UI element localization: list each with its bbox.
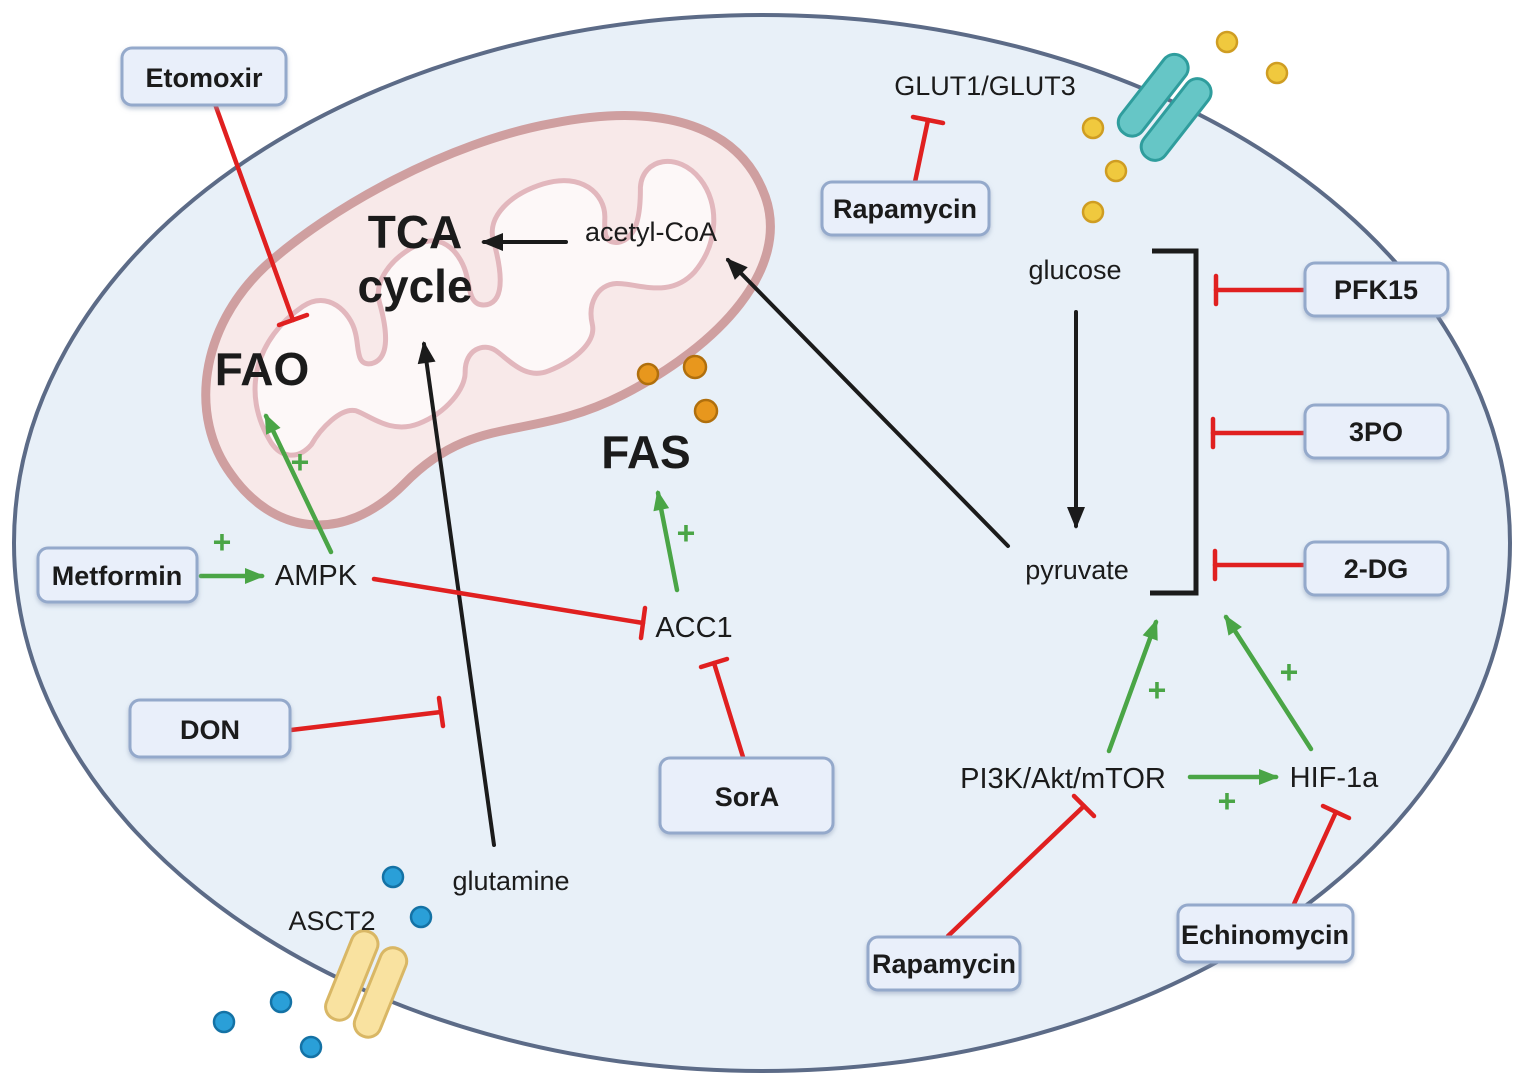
arrow-pyruvate-to-acetylcoa xyxy=(725,257,1010,548)
asct2-label: ASCT2 xyxy=(288,906,375,936)
fatty-acid-molecule-icon xyxy=(636,362,660,386)
glucose-molecule-icon xyxy=(1265,61,1289,85)
pfk15-box-label: PFK15 xyxy=(1334,275,1418,305)
asct2-transporter xyxy=(324,929,409,1039)
rapamycin-top-box: Rapamycin xyxy=(820,180,991,237)
etomoxir-box-label: Etomoxir xyxy=(145,63,263,93)
fatty-acid-molecules xyxy=(636,354,719,424)
acetyl-coa-label: acetyl-CoA xyxy=(585,217,717,247)
mitochondrion xyxy=(201,111,775,530)
rapamycin-bottom-box-label: Rapamycin xyxy=(872,949,1016,979)
pfk15-box: PFK15 xyxy=(1303,261,1450,318)
glucose-molecules xyxy=(1081,30,1289,224)
glut-transporter xyxy=(1116,52,1213,162)
plus-pi3k-glycolysis: + xyxy=(1148,672,1167,708)
acc1-label: ACC1 xyxy=(655,612,732,644)
plus-hif1a-glycolysis: + xyxy=(1280,654,1299,690)
glutamine-molecules xyxy=(212,865,433,1059)
glutamine-molecule-icon xyxy=(269,990,293,1014)
etomoxir-box: Etomoxir xyxy=(120,46,288,107)
plus-acc1-fas: + xyxy=(677,515,696,551)
plus-metformin-ampk: + xyxy=(213,524,232,560)
inhibition-sora-acc1 xyxy=(698,656,746,760)
metformin-box: Metformin xyxy=(36,546,199,604)
3po-box: 3PO xyxy=(1303,403,1450,460)
don-box: DON xyxy=(128,698,292,759)
2dg-box: 2-DG xyxy=(1303,540,1450,597)
echinomycin-box: Echinomycin xyxy=(1176,903,1355,964)
arrow-hif1a-to-glycolysis xyxy=(1223,614,1314,752)
glutamine-label: glutamine xyxy=(452,866,569,896)
3po-box-label: 3PO xyxy=(1349,417,1403,447)
glucose-molecule-icon xyxy=(1104,159,1128,183)
fatty-acid-molecule-icon xyxy=(682,354,708,380)
fas-label: FAS xyxy=(601,426,690,478)
glut-label: GLUT1/GLUT3 xyxy=(894,71,1076,101)
glutamine-molecule-icon xyxy=(409,905,433,929)
inhibition-echinomycin-hif1a xyxy=(1291,803,1352,907)
pyruvate-label: pyruvate xyxy=(1025,555,1129,585)
glutamine-molecule-icon xyxy=(381,865,405,889)
glucose-molecule-icon xyxy=(1215,30,1239,54)
inhibition-pfk15-glycolysis xyxy=(1213,273,1308,307)
glutamine-molecule-icon xyxy=(299,1035,323,1059)
glucose-molecule-icon xyxy=(1081,116,1105,140)
glucose-label: glucose xyxy=(1028,255,1121,285)
inhibition-etomoxir-fao xyxy=(212,101,310,328)
2dg-box-label: 2-DG xyxy=(1344,554,1409,584)
hif1a-label: HIF-1a xyxy=(1290,762,1380,794)
sora-box: SorA xyxy=(658,756,835,835)
glycolysis-bracket xyxy=(1150,248,1199,596)
ampk-label: AMPK xyxy=(275,560,358,592)
tca-cycle-label-line2: cycle xyxy=(357,260,472,312)
echinomycin-box-label: Echinomycin xyxy=(1181,920,1349,950)
inhibition-2dg-glycolysis xyxy=(1212,548,1308,582)
mitochondrion-cristae xyxy=(252,158,717,458)
inhibition-rapamycin-pi3k xyxy=(945,793,1097,939)
fatty-acid-molecule-icon xyxy=(693,398,719,424)
rapamycin-bottom-box: Rapamycin xyxy=(866,935,1022,992)
glutamine-molecule-icon xyxy=(212,1010,236,1034)
arrow-acc1-to-fas xyxy=(653,490,680,593)
inhibition-ampk-acc1 xyxy=(371,576,648,641)
inhibition-don-glutamine xyxy=(288,695,446,733)
fao-label: FAO xyxy=(215,343,310,395)
sora-box-label: SorA xyxy=(715,782,780,812)
inhibition-3po-glycolysis xyxy=(1210,416,1308,450)
inhibition-rapamycin-glut xyxy=(910,114,946,185)
metformin-box-label: Metformin xyxy=(52,561,183,591)
tca-cycle-label-line1: TCA xyxy=(368,206,463,258)
plus-pi3k-hif1a: + xyxy=(1218,783,1237,819)
glucose-molecule-icon xyxy=(1081,200,1105,224)
arrow-pi3k-to-glycolysis xyxy=(1106,619,1159,754)
arrow-ampk-to-fao xyxy=(263,413,334,555)
rapamycin-top-box-label: Rapamycin xyxy=(833,194,977,224)
pi3k-label: PI3K/Akt/mTOR xyxy=(960,763,1166,795)
plus-ampk-fao: + xyxy=(291,444,310,480)
don-box-label: DON xyxy=(180,715,240,745)
